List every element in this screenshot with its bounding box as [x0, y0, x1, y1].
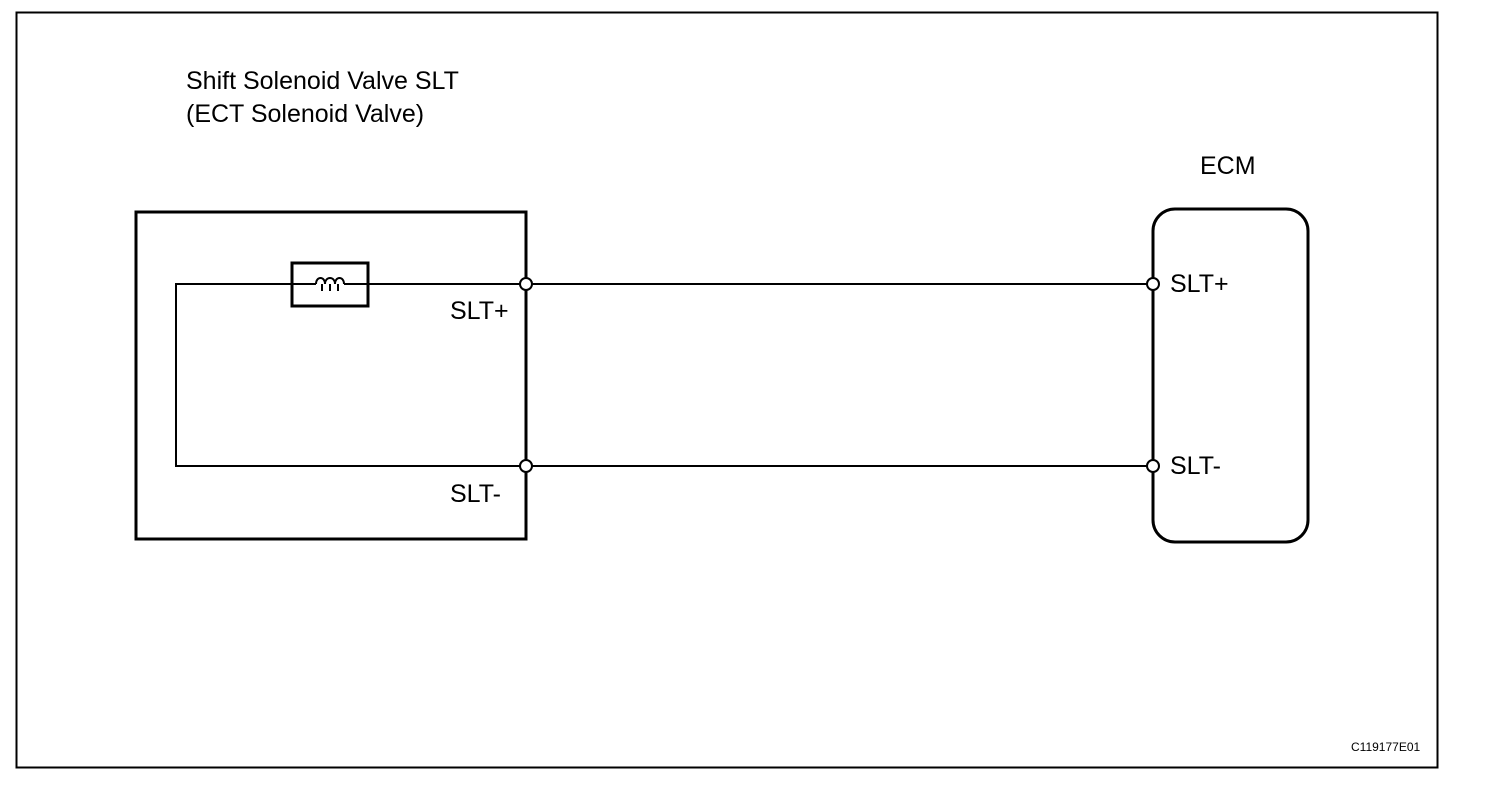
ecm-title: ECM	[1200, 152, 1256, 180]
solenoid-terminal-slt-plus	[519, 277, 533, 291]
ecm-terminal-slt-plus	[1146, 277, 1160, 291]
solenoid-pin-label-slt-minus: SLT-	[450, 480, 501, 508]
solenoid-terminal-slt-minus	[519, 459, 533, 473]
solenoid-internal-wire	[175, 283, 526, 467]
ecm-terminal-slt-minus	[1146, 459, 1160, 473]
solenoid-title-line1: Shift Solenoid Valve SLT	[186, 67, 459, 95]
solenoid-title-line2: (ECT Solenoid Valve)	[186, 100, 425, 128]
ecm-pin-label-slt-plus: SLT+	[1170, 270, 1229, 298]
figure-code: C119177E01	[1351, 740, 1421, 754]
solenoid-valve-box	[134, 210, 528, 541]
solenoid-pin-label-slt-plus: SLT+	[450, 297, 509, 325]
ecm-box	[1151, 207, 1310, 544]
diagram-frame	[15, 11, 1439, 769]
ecm-pin-label-slt-minus: SLT-	[1170, 452, 1221, 480]
solenoid-coil-icon	[290, 261, 370, 308]
